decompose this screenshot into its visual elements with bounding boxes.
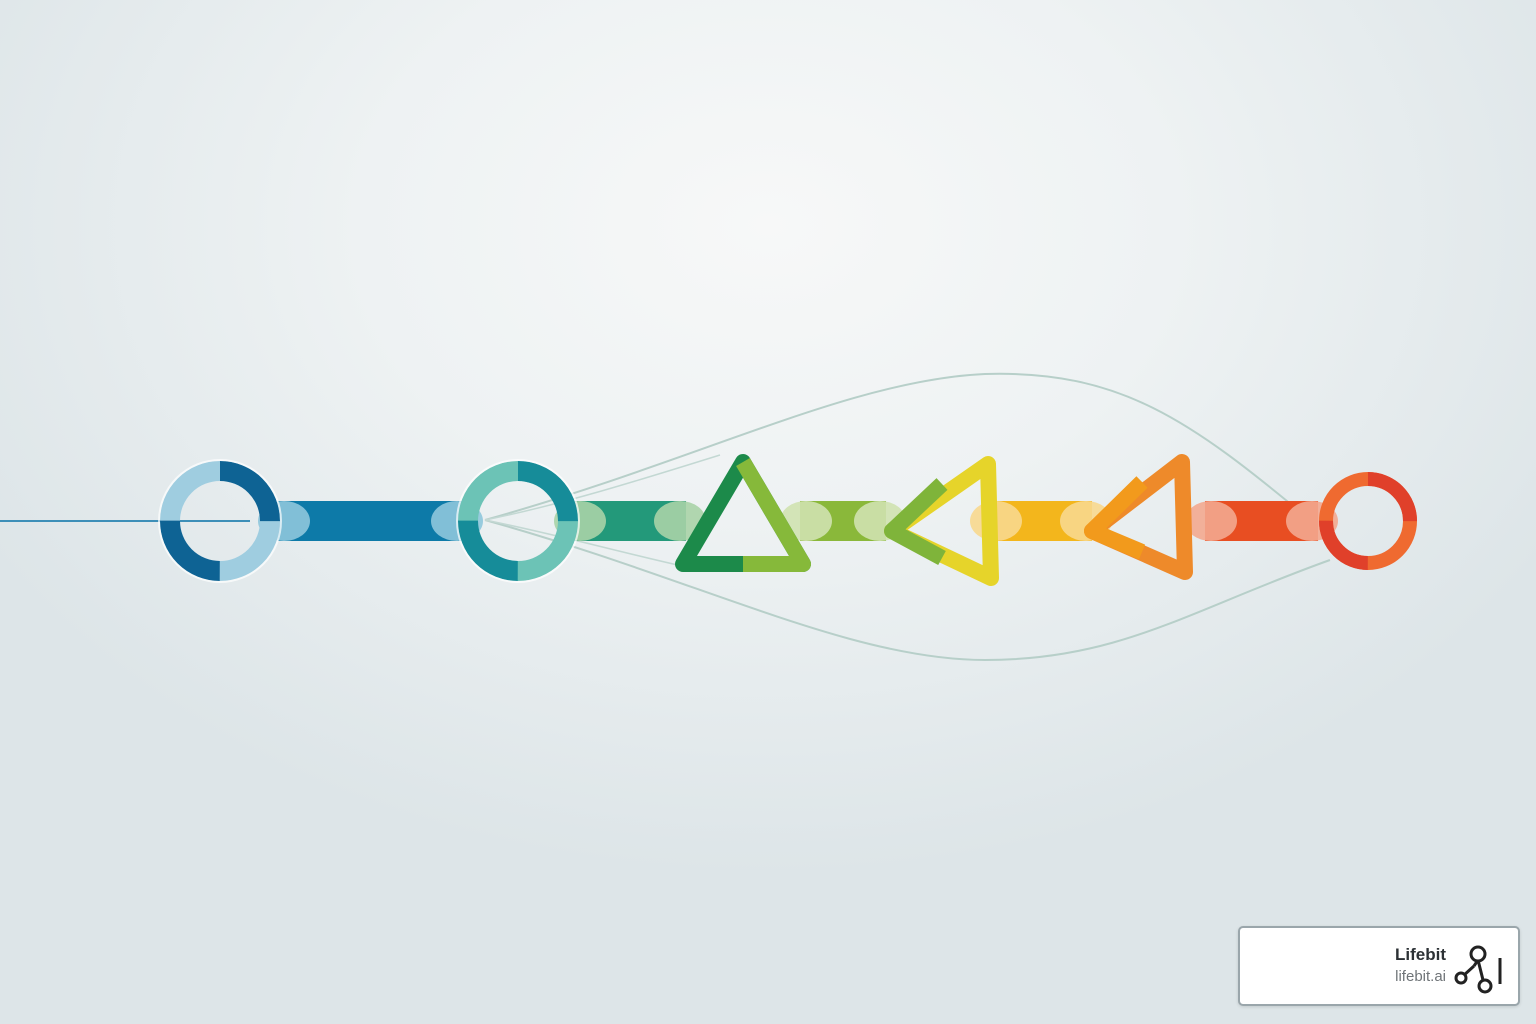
segment-cap-right [654, 501, 706, 541]
pipeline-node-ring [456, 459, 580, 583]
flow-curve-inner-lower [484, 519, 701, 571]
segment-cap-left [1185, 501, 1237, 541]
lifebit-network-logo-icon [1454, 945, 1502, 994]
pipeline-node-triangle-left [1084, 454, 1193, 580]
pipeline-node-triangle-left [884, 456, 999, 586]
triangle-accent [736, 457, 811, 572]
flow-curve-lower [484, 519, 1331, 662]
ring-outline [158, 459, 282, 583]
flow-curve-upper [484, 372, 1311, 521]
pipeline-node-ring [1319, 472, 1417, 570]
triangle-accent [884, 478, 948, 566]
brand-text: Lifebit lifebit.ai [1395, 944, 1446, 988]
brand-card[interactable]: Lifebit lifebit.ai [1238, 926, 1520, 1006]
flow-curve-inner-upper [484, 454, 721, 521]
ring-outline [456, 459, 580, 583]
pipeline-nodes [158, 454, 1417, 586]
ring-accent [1319, 472, 1417, 570]
ring-accent [458, 461, 578, 581]
brand-url[interactable]: lifebit.ai [1395, 968, 1446, 985]
pipeline-node-ring [158, 459, 282, 583]
ring-accent [160, 461, 280, 581]
segment-cap-left [780, 501, 832, 541]
brand-name: Lifebit [1395, 945, 1446, 964]
triangle-accent [1084, 476, 1148, 560]
pipeline-node-triangle-up [675, 454, 811, 572]
